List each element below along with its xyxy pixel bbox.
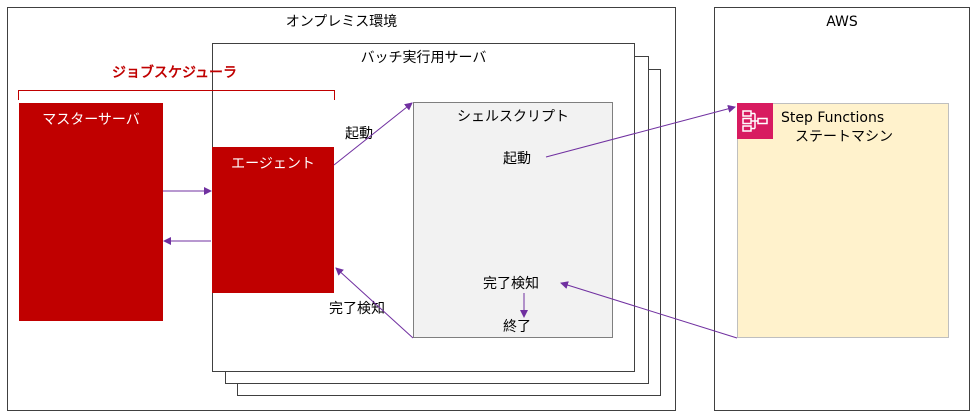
shell-detect-label: 完了検知	[483, 276, 539, 292]
master-server: マスターサーバ	[19, 103, 163, 321]
agent-box: エージェント	[212, 147, 334, 293]
shell-end-label: 終了	[503, 319, 531, 335]
complete-arrow-label: 完了検知	[329, 301, 385, 317]
shell-script-box	[413, 102, 613, 338]
batch-server-title: バッチ実行用サーバ	[360, 50, 487, 66]
master-server-label: マスターサーバ	[42, 112, 140, 128]
state-machine-subtitle: ステートマシン	[795, 129, 893, 145]
state-machine-title: Step Functions	[781, 110, 885, 126]
onprem-title: オンプレミス環境	[285, 14, 398, 30]
launch-arrow-label: 起動	[345, 126, 373, 142]
aws-title: AWS	[826, 14, 858, 30]
scheduler-title: ジョブスケジューラ	[112, 65, 238, 81]
state-machine-box	[737, 103, 949, 338]
scheduler-bracket	[18, 90, 335, 100]
step-functions-icon	[737, 103, 773, 139]
shell-start-label: 起動	[503, 151, 531, 167]
agent-label: エージェント	[231, 156, 315, 172]
shell-script-title: シェルスクリプト	[457, 109, 569, 125]
